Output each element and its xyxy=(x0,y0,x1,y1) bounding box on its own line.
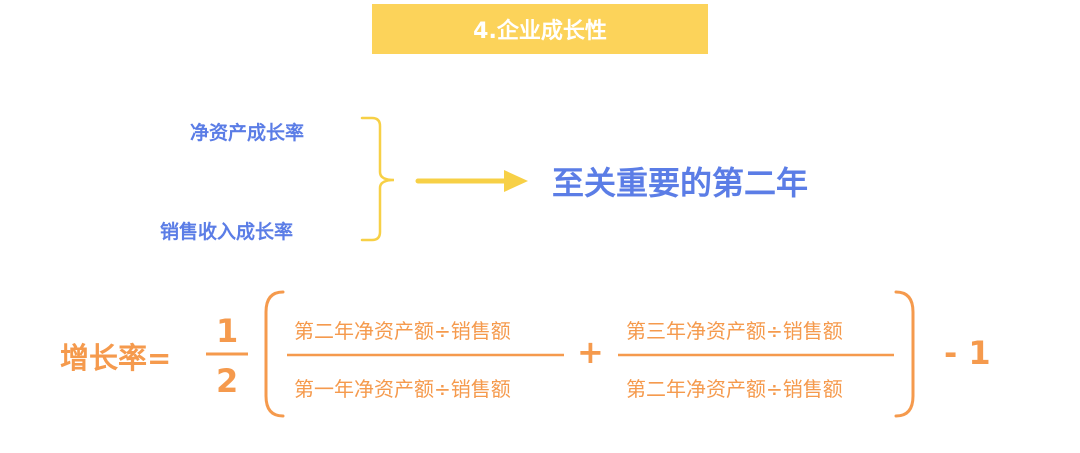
title-banner: 4.企业成长性 xyxy=(372,4,708,54)
fraction1-denominator: 第一年净资产额÷销售额 xyxy=(294,377,511,401)
coefficient-denominator: 2 xyxy=(216,362,239,400)
fraction2-numerator: 第三年净资产额÷销售额 xyxy=(626,319,843,343)
formula-lhs: 增长率= xyxy=(60,341,172,375)
minus-one: - 1 xyxy=(944,334,991,372)
page-title: 4.企业成长性 xyxy=(473,19,607,44)
metric-sales-revenue-growth: 销售收入成长率 xyxy=(160,221,294,243)
conclusion-text: 至关重要的第二年 xyxy=(552,164,809,202)
arrow-head xyxy=(504,170,528,192)
left-paren xyxy=(264,290,285,418)
right-curly-brace xyxy=(360,116,395,242)
coefficient-numerator: 1 xyxy=(216,312,239,350)
right-paren xyxy=(894,290,915,418)
plus-operator: + xyxy=(577,333,604,371)
fraction1-numerator: 第二年净资产额÷销售额 xyxy=(294,319,511,343)
metric-net-asset-growth: 净资产成长率 xyxy=(190,122,305,144)
fraction2-denominator: 第二年净资产额÷销售额 xyxy=(626,377,843,401)
